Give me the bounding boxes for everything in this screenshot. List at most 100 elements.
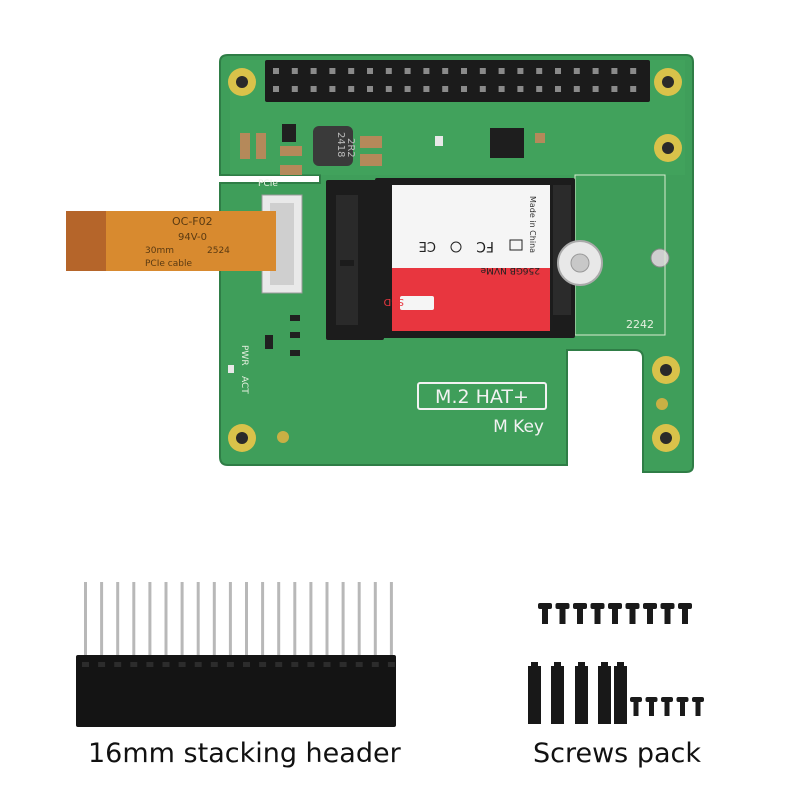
screw (692, 697, 704, 702)
gpio-pin (329, 86, 336, 92)
header-pin (357, 582, 361, 657)
mounting-hole-right-3 (652, 424, 680, 452)
standoff-thread (578, 662, 585, 668)
header-pin (389, 582, 393, 657)
gpio-pin (273, 68, 279, 74)
header-pin (148, 582, 152, 657)
standoff (598, 666, 611, 724)
gpio-pin (611, 68, 618, 74)
header-socket (339, 662, 347, 667)
screw (538, 603, 552, 609)
act-label: ACT (239, 376, 249, 394)
screw (555, 603, 570, 609)
header-housing (76, 655, 396, 727)
header-pin (84, 582, 87, 657)
screw (645, 697, 658, 702)
gpio-pin (310, 68, 317, 74)
gpio-pin (479, 68, 486, 74)
gpio-pin (310, 86, 317, 92)
screw-hole (650, 248, 670, 268)
standoff (551, 666, 564, 724)
gpio-pin (573, 86, 580, 92)
mounting-hole-top-right (654, 68, 682, 96)
gpio-pin (498, 86, 505, 92)
thumb-screw (557, 240, 603, 286)
gpio-pin (423, 68, 430, 74)
screw-shaft (695, 701, 701, 716)
gpio-pin (385, 86, 392, 92)
ssd-brand: SSD (383, 296, 404, 307)
screw (678, 603, 692, 609)
mounting-hole-top-left (228, 68, 256, 96)
gpio-pin (442, 68, 449, 74)
screw (660, 603, 675, 609)
header-socket (291, 662, 299, 667)
cable-length: 30mm (145, 246, 174, 256)
screw-shaft (577, 608, 583, 624)
gpio-pin (479, 86, 486, 92)
gpio-pin (555, 68, 561, 74)
gpio-pin (630, 86, 637, 92)
inductor: 2R2 2418 (313, 126, 356, 166)
cable-rating: 94V-0 (178, 232, 207, 243)
header-socket (355, 662, 363, 667)
header-socket (387, 662, 395, 667)
header-socket (98, 662, 106, 667)
header-socket (146, 662, 154, 667)
screw (643, 603, 657, 609)
header-pin (373, 582, 377, 657)
screw-shaft (682, 608, 688, 624)
caption-stacking-header: 16mm stacking header (88, 738, 401, 769)
header-pin (309, 582, 313, 657)
header-pin (293, 582, 297, 657)
header-socket (162, 662, 170, 667)
inductor-code: 2R2 (345, 138, 356, 158)
header-pin (245, 582, 248, 657)
standoff (614, 666, 627, 724)
cable-desc: PCIe cable (145, 259, 192, 269)
ssd-cert-ce: CE (419, 238, 436, 253)
screw-shaft (542, 608, 548, 624)
m2-slot (326, 180, 384, 340)
via-pad (277, 431, 289, 443)
gpio-pin (461, 86, 467, 92)
header-socket (194, 662, 202, 667)
gpio-pin (592, 68, 599, 74)
ssd-origin: Made in China (528, 196, 537, 253)
standoff (528, 666, 541, 724)
gpio-pin (517, 86, 524, 92)
screw (630, 697, 642, 702)
header-socket (243, 662, 250, 667)
pwr-label: PWR (239, 345, 249, 366)
header-socket (130, 662, 138, 667)
screw-shaft (559, 608, 566, 624)
ssd-module: Made in China 256GB NVMe SSD FC CE (375, 178, 575, 338)
gpio-pin (517, 68, 524, 74)
standoff-thread (531, 662, 538, 668)
header-pin (132, 582, 136, 657)
header-pin (164, 582, 168, 657)
header-pin (325, 582, 329, 657)
screws-pack (528, 603, 704, 724)
ssd-cert-icon (509, 239, 523, 251)
stacking-header (76, 582, 396, 727)
gpio-pin (385, 68, 392, 74)
header-socket (259, 662, 267, 667)
header-socket (371, 662, 379, 667)
key-label: M Key (493, 417, 544, 437)
header-socket (226, 662, 234, 667)
standoff-thread (554, 662, 561, 668)
screw (661, 697, 673, 702)
header-pin (228, 582, 232, 657)
ssd-brand-box (400, 296, 434, 310)
gpio-pin (555, 86, 561, 92)
screw-shaft (647, 608, 653, 624)
gpio-pin (461, 68, 467, 74)
gpio-pin (291, 68, 298, 74)
header-pin (116, 582, 120, 657)
header-pin (196, 582, 200, 657)
product-label: M.2 HAT+ (435, 386, 529, 408)
screw (625, 603, 640, 609)
gpio-pin (573, 68, 580, 74)
